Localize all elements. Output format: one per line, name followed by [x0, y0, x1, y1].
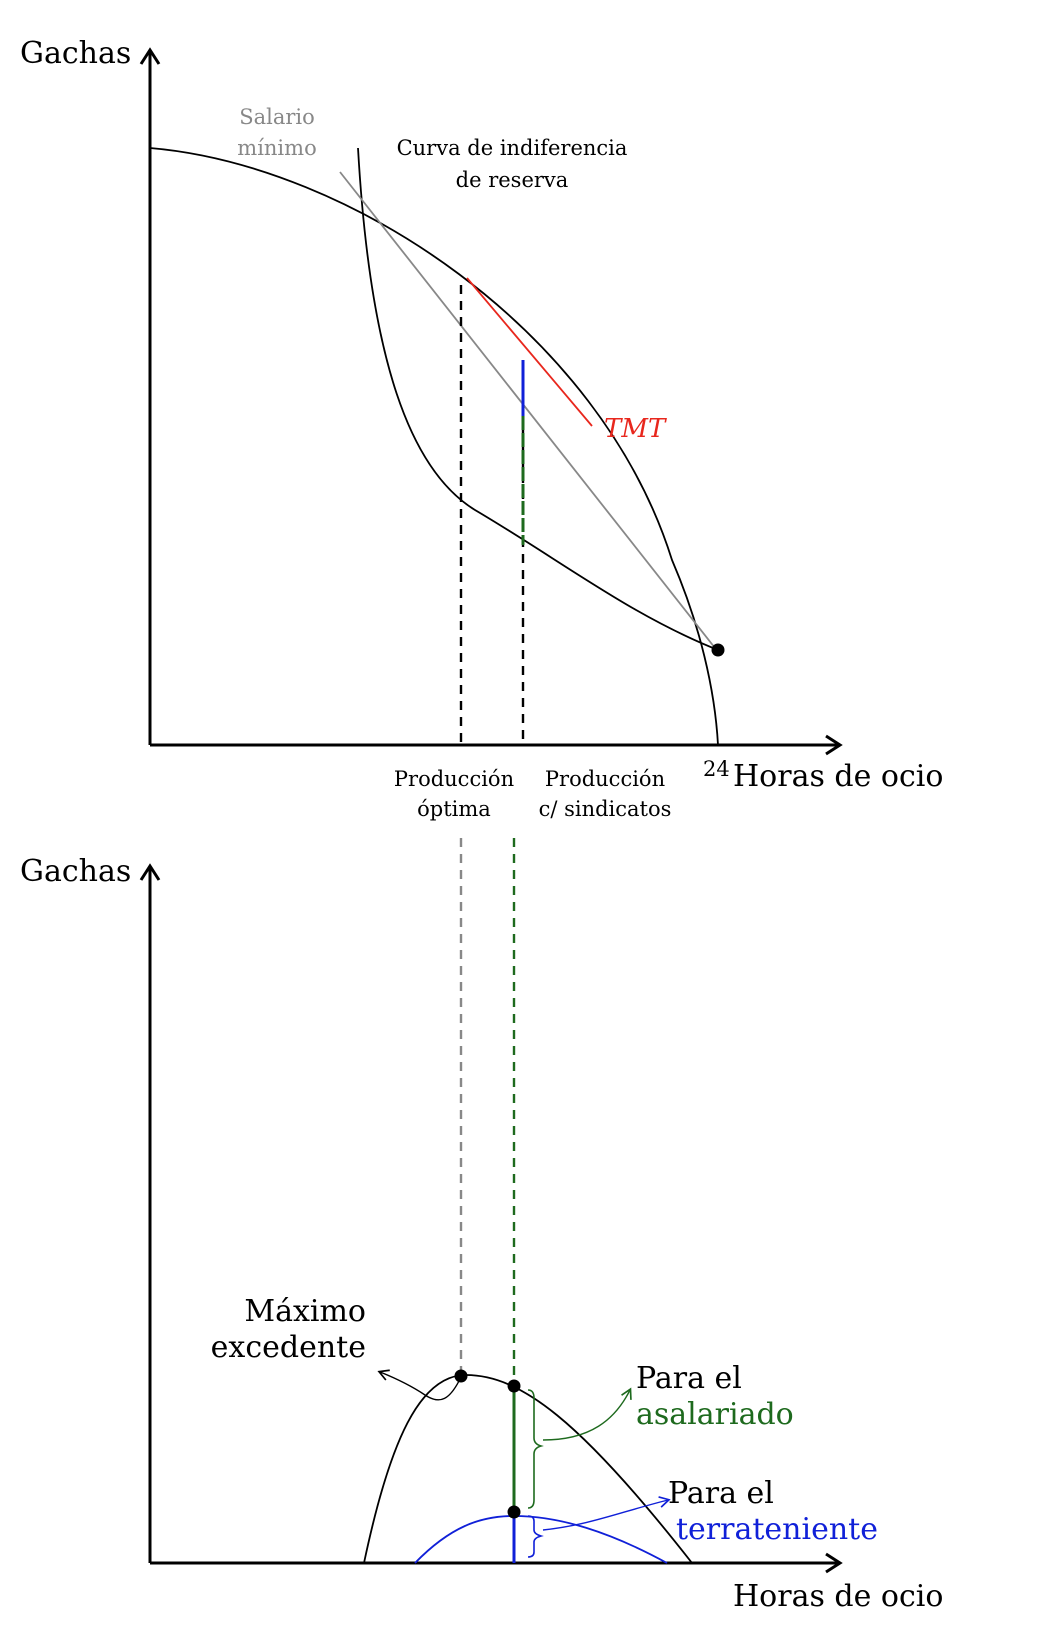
worker-label-line2: asalariado	[636, 1397, 794, 1432]
wage-label-line1: Salario	[239, 105, 315, 129]
wage-label-line2: mínimo	[237, 136, 316, 160]
optimal-production-label-line2: óptima	[417, 797, 491, 821]
landlord-brace	[527, 1515, 544, 1558]
bottom-x-arrowhead	[825, 1552, 843, 1574]
max-surplus-label-line2: excedente	[211, 1330, 366, 1365]
bottom-y-arrowhead	[139, 863, 161, 881]
union-output-point	[507, 1379, 521, 1393]
production-frontier-curve	[149, 147, 719, 746]
indifference-label-line1: Curva de indiferencia	[397, 136, 628, 160]
union-production-label-line2: c/ sindicatos	[539, 797, 672, 821]
landlord-label-line1: Para el	[668, 1476, 774, 1511]
max-surplus-label-line1: Máximo	[244, 1294, 366, 1329]
top-x-axis-label: Horas de ocio	[733, 759, 943, 794]
reservation-indifference-curve	[357, 147, 719, 651]
optimal-production-label-line1: Producción	[394, 767, 514, 791]
worker-brace	[527, 1389, 544, 1509]
bottom-panel: Gachas Horas de ocio Máximo excedente Pa…	[20, 838, 943, 1614]
landlord-share-point	[507, 1505, 521, 1519]
bottom-x-axis-label: Horas de ocio	[733, 1579, 943, 1614]
landlord-label-line2: terrateniente	[676, 1512, 878, 1547]
max-surplus-arrow	[377, 1369, 462, 1401]
landlord-arrow	[542, 1496, 671, 1531]
max-surplus-point	[454, 1369, 468, 1383]
indifference-label-line2: de reserva	[456, 168, 569, 192]
top-y-arrowhead	[139, 47, 161, 65]
union-production-label-line1: Producción	[545, 767, 665, 791]
worker-arrow	[542, 1387, 632, 1441]
mpl-tangent-line	[466, 277, 593, 427]
top-x-arrowhead	[825, 734, 843, 756]
endowment-point	[711, 643, 725, 657]
bottom-y-axis-label: Gachas	[20, 854, 131, 889]
top-x-tick-24: 24	[703, 757, 730, 781]
landlord-curve	[414, 1515, 668, 1564]
top-y-axis-label: Gachas	[20, 36, 131, 71]
minimum-wage-line	[339, 171, 716, 649]
worker-label-line1: Para el	[636, 1361, 742, 1396]
top-panel: Gachas 24 Horas de ocio Salario mínimo C…	[20, 36, 943, 821]
mpl-label: TMT	[604, 414, 667, 444]
